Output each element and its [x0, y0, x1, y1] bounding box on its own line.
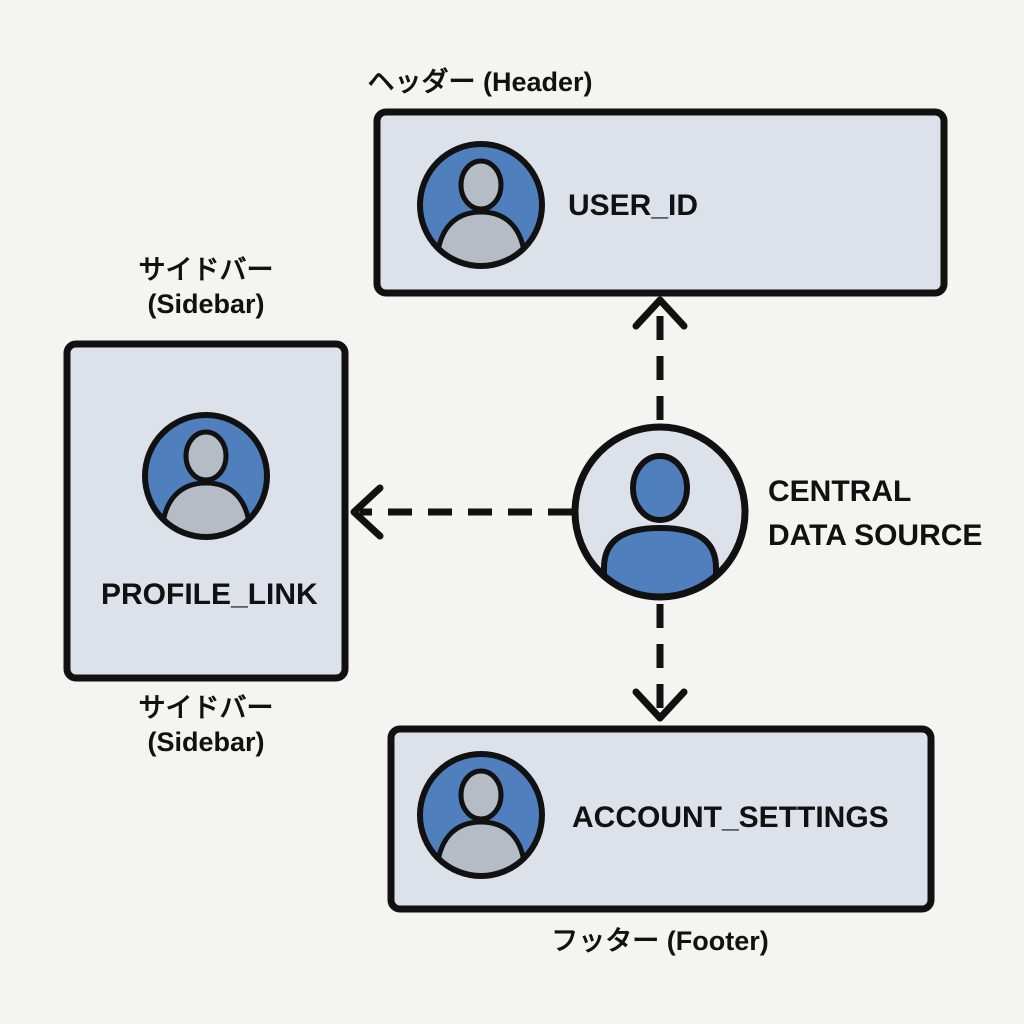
connector-to-header: [632, 296, 688, 420]
central-label-line-2: DATA SOURCE: [768, 519, 983, 552]
connector-to-sidebar: [350, 484, 572, 540]
arrowhead-down-icon: [632, 688, 688, 722]
user-avatar-icon: [417, 751, 545, 879]
footer-box: [387, 725, 935, 913]
user-avatar-icon: [142, 412, 270, 540]
central-label: CENTRAL DATA SOURCE: [768, 470, 982, 558]
footer-label-account-settings: ACCOUNT_SETTINGS: [572, 801, 889, 834]
sidebar-box: [63, 340, 349, 682]
central-data-source-node: [571, 423, 749, 601]
arrowhead-left-icon: [350, 484, 384, 540]
central-label-line-1: CENTRAL: [768, 475, 912, 508]
header-box: [373, 108, 948, 297]
connector-to-footer: [632, 604, 688, 722]
user-silhouette-icon: [601, 453, 719, 597]
footer-caption: フッター (Footer): [551, 926, 769, 956]
sidebar-caption-top: サイドバー (Sidebar): [138, 255, 274, 319]
header-label-user-id: USER_ID: [568, 189, 699, 222]
header-caption: ヘッダー (Header): [367, 67, 593, 97]
sidebar-label-profile-link: PROFILE_LINK: [101, 578, 318, 611]
arrowhead-up-icon: [632, 296, 688, 330]
sidebar-caption-bottom: サイドバー (Sidebar): [138, 693, 274, 757]
user-avatar-icon: [417, 141, 545, 269]
